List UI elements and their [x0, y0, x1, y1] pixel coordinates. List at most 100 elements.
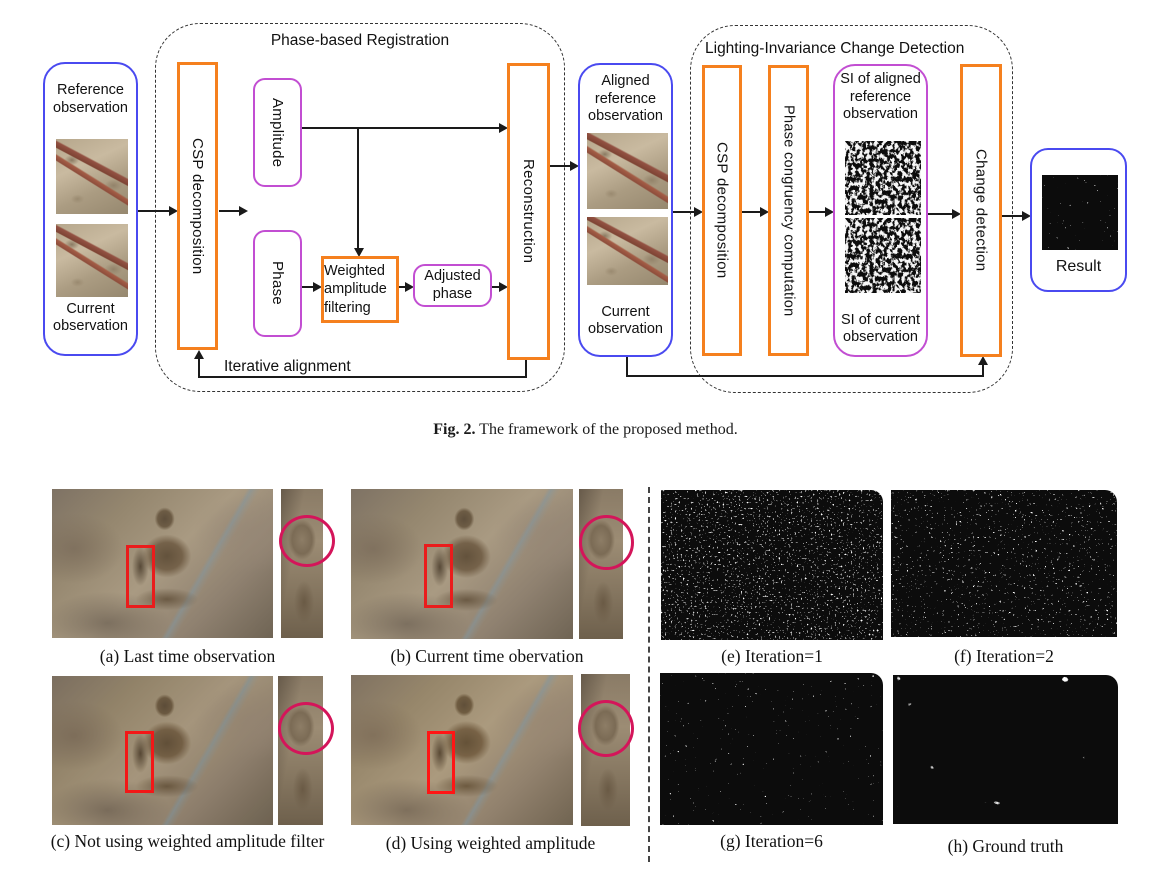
- result-image: [1042, 175, 1118, 250]
- iteration-2-image: [891, 490, 1117, 637]
- panel-h-caption: (h) Ground truth: [947, 836, 1064, 856]
- current-time-observation-photo: [351, 489, 573, 639]
- blob-texture: [893, 675, 1118, 824]
- arrow-head: [405, 282, 414, 292]
- change-region-box: [427, 731, 455, 794]
- arrow-line: [1002, 215, 1022, 217]
- arrow-line: [742, 211, 760, 213]
- feedback-line: [198, 376, 527, 378]
- reference-observation-photo: [56, 139, 128, 214]
- figure2-caption-text: The framework of the proposed method.: [475, 421, 738, 438]
- si-noise-texture: [845, 218, 921, 293]
- arrow-head: [313, 282, 322, 292]
- csp-decomposition-1-label: CSP decomposition: [189, 137, 206, 275]
- speckle-texture: [891, 490, 1117, 637]
- si-current-image: [845, 218, 921, 293]
- arrow-line: [673, 211, 694, 213]
- arrow-head: [499, 282, 508, 292]
- highlight-circle: [578, 700, 634, 757]
- arrow-line: [550, 165, 570, 167]
- current-observation-label: Current observation: [53, 300, 128, 335]
- aligned-current-photo: [587, 217, 668, 285]
- connector-line: [982, 364, 984, 377]
- figure2-caption: Fig. 2. The framework of the proposed me…: [0, 421, 1171, 439]
- arrow-line: [809, 211, 825, 213]
- si-aligned-image: [845, 141, 921, 215]
- phase-congruency-label: Phase congruency computation: [780, 104, 797, 317]
- last-time-zoom-strip: [279, 489, 335, 638]
- speckle-texture: [661, 490, 883, 640]
- arrow-head: [1022, 211, 1031, 221]
- si-box: SI of aligned reference observation SI o…: [833, 64, 928, 357]
- last-time-observation-photo: [52, 489, 273, 638]
- figure2-caption-number: Fig. 2.: [433, 421, 476, 438]
- csp-decomposition-2-label: CSP decomposition: [713, 142, 731, 279]
- aligned-current-label: Current observation: [588, 303, 663, 338]
- arrow-line: [302, 127, 499, 129]
- result-box: Result: [1030, 148, 1127, 292]
- feedback-label: Iterative alignment: [224, 358, 351, 375]
- feedback-line: [525, 358, 527, 378]
- phase-box: Phase: [253, 230, 302, 337]
- panel-c-caption: (c) Not using weighted amplitude filter: [50, 831, 325, 851]
- registration-group-title: Phase-based Registration: [270, 32, 450, 49]
- aligned-observation-box: Aligned reference observation Current ob…: [578, 63, 673, 357]
- aligned-reference-photo: [587, 133, 668, 209]
- connector-line: [626, 375, 984, 377]
- weighted-filter-photo: [351, 675, 573, 825]
- connector-line: [626, 357, 628, 377]
- highlight-circle: [279, 515, 335, 567]
- arrow-line: [138, 210, 169, 212]
- arrow-line: [399, 286, 405, 288]
- arrow-head: [825, 207, 834, 217]
- no-weighted-filter-zoom-strip: [278, 676, 334, 825]
- panel-b-caption: (b) Current time obervation: [390, 646, 584, 666]
- current-time-zoom-strip: [579, 489, 634, 639]
- ground-truth-image: [893, 675, 1118, 824]
- panel-f-caption: (f) Iteration=2: [954, 646, 1054, 666]
- panel-d-caption: (d) Using weighted amplitude: [385, 833, 596, 853]
- arrow-head: [570, 161, 579, 171]
- branch-line: [357, 127, 359, 248]
- reconstruction-box: Reconstruction: [507, 63, 550, 360]
- iteration-6-image: [660, 673, 883, 825]
- registration-group-border: [155, 23, 565, 392]
- change-detection-box: Change detection: [960, 64, 1002, 357]
- adjusted-phase-label: Adjusted phase: [424, 268, 481, 302]
- change-region-box: [424, 544, 453, 608]
- branch-head: [354, 248, 364, 257]
- amplitude-label: Amplitude: [269, 97, 286, 168]
- feedback-head: [194, 350, 204, 359]
- reference-observation-label: Reference observation: [53, 82, 128, 116]
- highlight-circle: [278, 702, 334, 755]
- connector-head: [978, 356, 988, 365]
- weighted-filter-box: Weighted amplitude filtering: [321, 256, 399, 323]
- adjusted-phase-box: Adjusted phase: [413, 264, 492, 307]
- highlight-circle: [579, 515, 634, 570]
- result-label: Result: [1055, 258, 1102, 276]
- si-noise-texture: [845, 141, 921, 215]
- result-noise-texture: [1042, 175, 1118, 250]
- aligned-reference-label: Aligned reference observation: [588, 73, 663, 125]
- detection-group-border: [690, 25, 1013, 393]
- csp-decomposition-2-box: CSP decomposition: [702, 65, 742, 356]
- change-region-box: [125, 731, 154, 793]
- current-observation-photo: [56, 224, 128, 297]
- panel-a-caption: (a) Last time observation: [99, 646, 276, 666]
- arrow-head: [239, 206, 248, 216]
- csp-decomposition-1-box: CSP decomposition: [177, 62, 218, 350]
- arrow-head: [760, 207, 769, 217]
- change-region-box: [126, 545, 155, 608]
- arrow-head: [952, 209, 961, 219]
- no-weighted-filter-photo: [52, 676, 273, 825]
- si-current-label: SI of current observation: [841, 311, 920, 346]
- arrow-line: [302, 286, 313, 288]
- arrow-line: [219, 210, 239, 212]
- arrow-line: [928, 213, 952, 215]
- feedback-line: [198, 358, 200, 378]
- arrow-head: [499, 123, 508, 133]
- reconstruction-label: Reconstruction: [520, 159, 537, 264]
- weighted-filter-label: Weighted amplitude filtering: [324, 263, 387, 316]
- si-aligned-label: SI of aligned reference observation: [840, 71, 921, 123]
- arrow-head: [694, 207, 703, 217]
